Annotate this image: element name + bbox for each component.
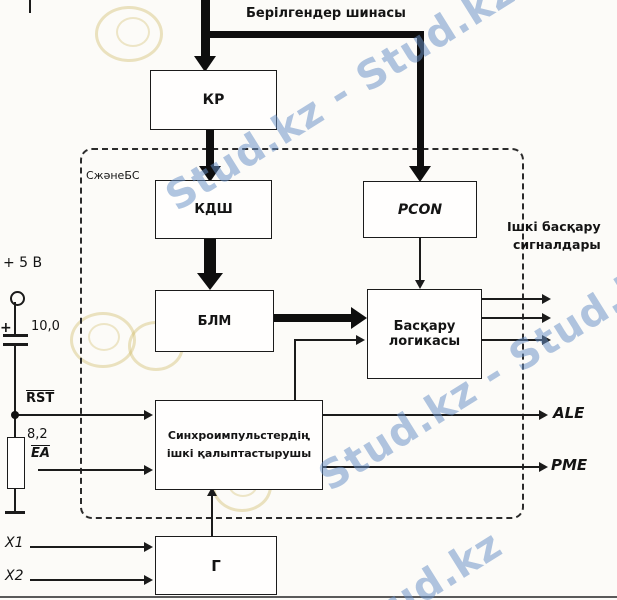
arrowhead-icon — [542, 313, 551, 323]
wire-ea — [38, 469, 146, 471]
wire-internal-signal — [480, 298, 544, 300]
data-bus-label: Берілгендер шинасы — [246, 6, 406, 21]
block-control-logic-label-1: Басқару — [393, 319, 456, 334]
block-oscillator-label: Г — [211, 556, 221, 575]
wire-ale — [321, 414, 541, 416]
wire-x2 — [30, 579, 146, 581]
data-bus-wire — [201, 0, 210, 58]
wire-gen-sync — [211, 496, 213, 536]
block-control-logic: Басқару логикасы — [367, 289, 482, 379]
wire-pcon-control — [419, 236, 421, 282]
resistor — [7, 437, 25, 489]
block-pcon-label: PCON — [397, 201, 443, 218]
wire-sync-control — [294, 339, 358, 341]
chip-boundary-dashed-box — [80, 148, 524, 519]
signal-rst-label: RST — [26, 391, 55, 406]
block-kr: КР — [150, 70, 277, 130]
wire-internal-signal — [480, 317, 544, 319]
junction-dot — [11, 411, 19, 419]
chip-region-label: СжәнеБС — [86, 169, 140, 182]
arrowhead-icon — [144, 542, 153, 552]
capacitor-plate — [3, 343, 28, 346]
data-bus-wire — [201, 31, 424, 38]
bus-wire — [206, 128, 214, 168]
signal-x1-label: X1 — [5, 535, 24, 551]
wire-internal-signal — [480, 339, 544, 341]
resistor-value-label: 8,2 — [27, 427, 48, 442]
scan-bottom-edge — [0, 596, 617, 598]
capacitor-plate — [3, 334, 28, 337]
wire-vcc — [14, 346, 16, 437]
signal-ea-label: EA — [31, 446, 50, 461]
arrowhead-icon — [409, 166, 431, 182]
scan-artifact-line — [29, 0, 31, 13]
arrowhead-icon — [542, 294, 551, 304]
arrowhead-icon — [415, 280, 425, 289]
terminal-circle-icon — [10, 291, 25, 306]
block-control-logic-label-2: логикасы — [388, 334, 461, 349]
block-pcon: PCON — [363, 181, 477, 238]
block-blm: БЛМ — [155, 290, 274, 352]
watermark-text: Stud.kz — [335, 521, 511, 600]
wire-pme — [321, 466, 541, 468]
watermark-logo-icon — [88, 323, 120, 351]
wire-vcc — [14, 302, 16, 334]
block-sync-label-2: ішкі қалыптастырушы — [166, 447, 312, 460]
vcc-label: + 5 В — [3, 255, 43, 271]
watermark-logo-icon — [116, 17, 150, 47]
bus-wire — [204, 237, 216, 275]
block-kdsh-label: КДШ — [194, 202, 233, 217]
arrowhead-icon — [542, 335, 551, 345]
arrowhead-icon — [539, 410, 548, 420]
wire-rst — [15, 414, 146, 416]
arrowhead-icon — [199, 166, 221, 182]
block-kdsh: КДШ — [155, 180, 272, 239]
signal-pme-label: PME — [551, 456, 588, 474]
arrowhead-icon — [194, 56, 216, 72]
block-kr-label: КР — [202, 92, 225, 108]
data-bus-wire — [417, 31, 424, 168]
arrowhead-icon — [356, 335, 365, 345]
arrowhead-icon — [197, 273, 223, 290]
wire-sync-control — [294, 340, 296, 400]
watermark-logo-icon — [95, 6, 163, 62]
internal-signals-label-2: сигналдары — [513, 237, 601, 252]
capacitor-value-label: 10,0 — [31, 319, 60, 334]
ground-icon — [5, 511, 25, 514]
block-blm-label: БЛМ — [197, 313, 232, 329]
wire-ground — [14, 487, 16, 511]
internal-signals-label-1: Ішкі басқару — [507, 219, 601, 234]
signal-x2-label: X2 — [5, 568, 24, 584]
wire-x1 — [30, 546, 146, 548]
arrowhead-icon — [351, 307, 367, 329]
arrowhead-icon — [144, 410, 153, 420]
arrowhead-icon — [144, 465, 153, 475]
signal-ale-label: ALE — [553, 404, 585, 422]
block-sync-label-1: Синхроимпульстердің — [167, 429, 311, 443]
block-oscillator: Г — [155, 536, 277, 595]
arrowhead-icon — [144, 575, 153, 585]
capacitor-polarity-label: + — [0, 320, 12, 336]
block-sync-generator: Синхроимпульстердің ішкі қалыптастырушы — [155, 400, 323, 490]
arrowhead-icon — [539, 462, 548, 472]
arrowhead-icon — [207, 487, 217, 496]
bus-wire — [272, 314, 352, 322]
